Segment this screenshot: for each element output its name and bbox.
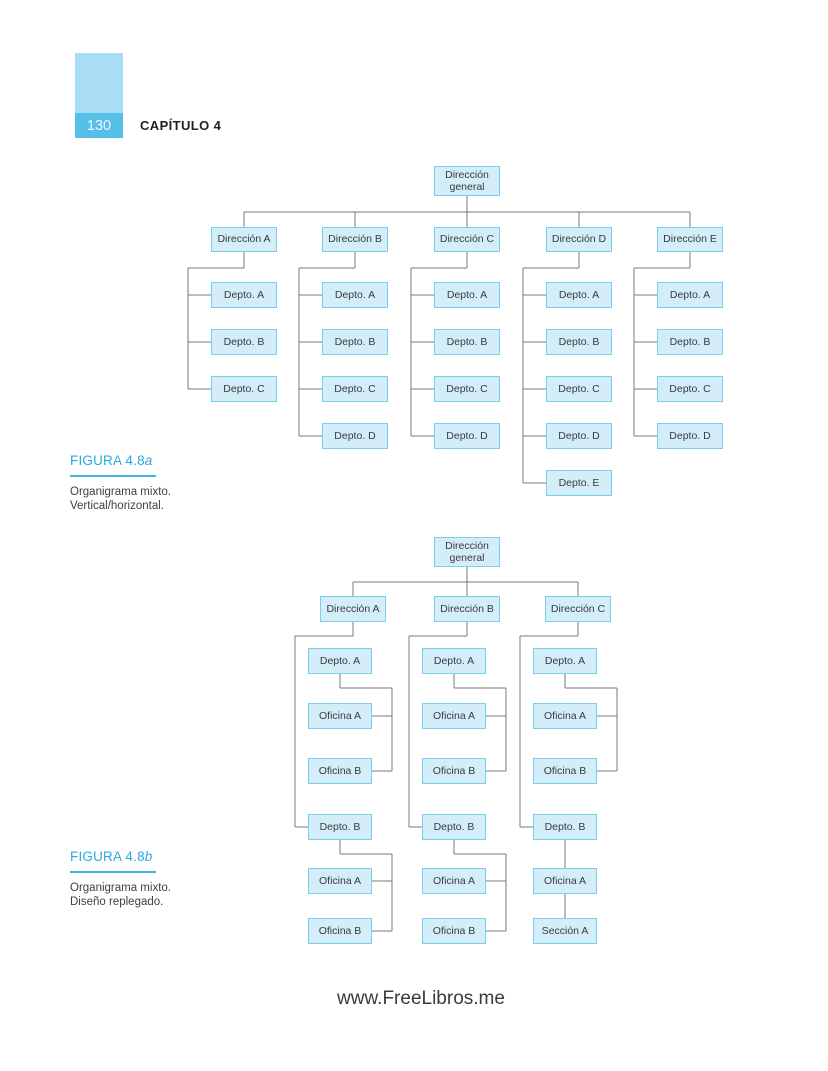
figure-a-caption-line1: Organigrama mixto.: [70, 486, 171, 498]
org-box-seccion-a: Sección A: [533, 918, 597, 944]
figure-a-caption: Organigrama mixto. Vertical/horizontal.: [70, 486, 171, 513]
org-box-oficina-a: Oficina A: [533, 703, 597, 729]
org-box-depto-a: Depto. A: [546, 282, 612, 308]
org-box-depto-b: Depto. B: [308, 814, 372, 840]
org-box-oficina-b: Oficina B: [422, 758, 486, 784]
figure-b-label-text: FIGURA 4.8: [70, 849, 145, 864]
watermark: www.FreeLibros.me: [337, 988, 505, 1009]
org-box-depto-a: Depto. A: [422, 648, 486, 674]
org-box-direccion-b: Dirección B: [322, 227, 388, 252]
org-box-oficina-a: Oficina A: [308, 703, 372, 729]
org-box-depto-c: Depto. C: [546, 376, 612, 402]
org-box-depto-a: Depto. A: [322, 282, 388, 308]
org-box-depto-d: Depto. D: [434, 423, 500, 449]
figure-b-label: FIGURA 4.8b: [70, 849, 153, 864]
org-box-depto-a: Depto. A: [211, 282, 277, 308]
org-box-depto-b: Depto. B: [322, 329, 388, 355]
org-box-depto-b: Depto. B: [657, 329, 723, 355]
org-box-direccion-a: Dirección A: [320, 596, 386, 622]
org-box-oficina-a: Oficina A: [533, 868, 597, 894]
org-box-direccion-e: Dirección E: [657, 227, 723, 252]
org-box-depto-b: Depto. B: [546, 329, 612, 355]
org-box-direccion-b: Dirección B: [434, 596, 500, 622]
page-number-badge: 130: [75, 113, 123, 138]
org-box-depto-c: Depto. C: [657, 376, 723, 402]
figure-a-underline: [70, 475, 156, 477]
org-box-depto-b: Depto. B: [211, 329, 277, 355]
org-box-direccion-general: Dirección general: [434, 166, 500, 196]
org-box-depto-c: Depto. C: [434, 376, 500, 402]
org-box-oficina-a: Oficina A: [422, 868, 486, 894]
org-box-depto-d: Depto. D: [322, 423, 388, 449]
figure-b-underline: [70, 871, 156, 873]
figure-b-caption-line2: Diseño replegado.: [70, 895, 164, 908]
org-box-oficina-b: Oficina B: [422, 918, 486, 944]
figure-b-label-suffix: b: [144, 849, 153, 864]
org-box-oficina-b: Oficina B: [533, 758, 597, 784]
org-box-depto-c: Depto. C: [211, 376, 277, 402]
figure-a-label-suffix: a: [144, 453, 153, 468]
org-box-direccion-general: Dirección general: [434, 537, 500, 567]
page-number: 130: [86, 117, 112, 134]
page-corner-decoration: [75, 53, 123, 114]
chapter-heading: CAPÍTULO 4: [140, 118, 222, 133]
org-box-depto-c: Depto. C: [322, 376, 388, 402]
figure-b-caption: Organigrama mixto. Diseño replegado.: [70, 882, 171, 909]
org-box-depto-a: Depto. A: [434, 282, 500, 308]
org-box-depto-d: Depto. D: [546, 423, 612, 449]
org-box-direccion-c: Dirección C: [545, 596, 611, 622]
org-box-depto-b: Depto. B: [434, 329, 500, 355]
org-box-depto-d: Depto. D: [657, 423, 723, 449]
org-box-depto-a: Depto. A: [657, 282, 723, 308]
org-box-oficina-a: Oficina A: [422, 703, 486, 729]
org-box-depto-b: Depto. B: [533, 814, 597, 840]
figure-b-caption-line1: Organigrama mixto.: [70, 882, 171, 894]
org-box-depto-a: Depto. A: [308, 648, 372, 674]
figure-a-label-text: FIGURA 4.8: [70, 453, 145, 468]
figure-a-label: FIGURA 4.8a: [70, 453, 153, 468]
org-box-depto-b: Depto. B: [422, 814, 486, 840]
org-box-oficina-b: Oficina B: [308, 758, 372, 784]
org-box-direccion-a: Dirección A: [211, 227, 277, 252]
org-box-oficina-b: Oficina B: [308, 918, 372, 944]
org-box-direccion-c: Dirección C: [434, 227, 500, 252]
org-box-depto-e: Depto. E: [546, 470, 612, 496]
org-box-depto-a: Depto. A: [533, 648, 597, 674]
figure-a-caption-line2: Vertical/horizontal.: [70, 499, 164, 512]
org-box-oficina-a: Oficina A: [308, 868, 372, 894]
org-box-direccion-d: Dirección D: [546, 227, 612, 252]
